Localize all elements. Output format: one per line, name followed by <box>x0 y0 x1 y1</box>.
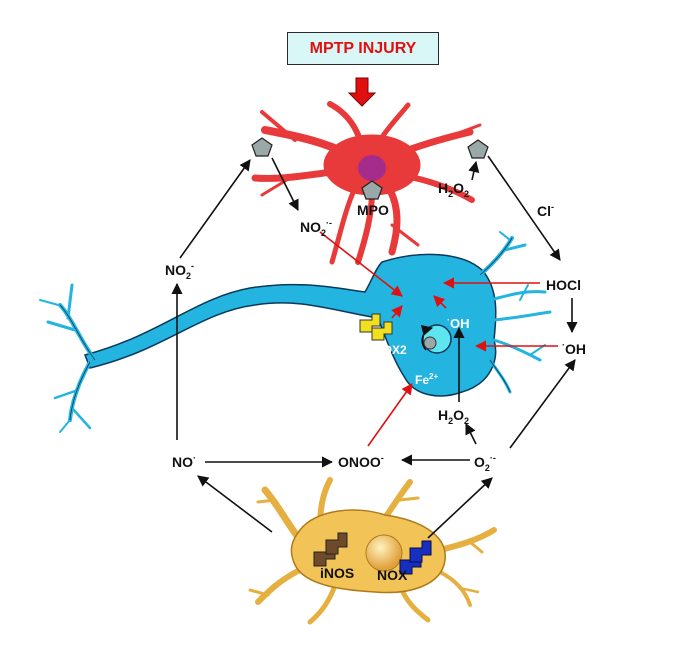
arrow-h2o2-to-pentagon <box>468 160 480 181</box>
onoo-label: ONOO- <box>338 453 384 470</box>
cox2-icon <box>359 313 393 341</box>
arrow-onoo-to-neuron <box>367 383 413 447</box>
arrow-pentagon-to-no2 <box>271 157 299 212</box>
microglia-nucleus <box>365 534 403 572</box>
inos-label: iNOS <box>320 565 354 581</box>
astrocyte-nucleus <box>358 155 386 181</box>
injury-down-arrow <box>347 77 377 107</box>
arrow-nucleus-curve <box>420 325 434 351</box>
no2-top-label: NO2·- <box>300 218 332 238</box>
no-label: NO· <box>172 453 196 470</box>
neuron-nucleolus <box>423 336 437 350</box>
arrow-pentagon-to-hocl <box>487 155 561 261</box>
inos-icon <box>313 532 348 567</box>
fe-label: Fe2+ <box>415 372 438 387</box>
pentagon-right <box>467 139 489 159</box>
arrow-oh-inner-to-neuron <box>433 295 447 309</box>
cl-label: Cl- <box>537 202 554 219</box>
cox2-label: COX2 <box>374 343 407 357</box>
mptp-injury-title: MPTP INJURY <box>287 32 439 65</box>
h2o2-mid-label: H2O2 <box>438 407 469 426</box>
arrow-cox2-to-neuron <box>391 305 403 319</box>
arrow-nox-to-o2 <box>427 477 493 539</box>
h2o2-top-label: H2O2 <box>438 180 469 199</box>
arrow-no2-to-pentagon <box>179 159 251 259</box>
arrow-inos-to-no <box>197 475 273 533</box>
o2-label: O2·- <box>474 453 496 473</box>
arrow-o2-to-oh <box>509 359 576 449</box>
neuron <box>39 231 552 433</box>
no2-left-label: NO2- <box>165 261 194 281</box>
oh-inner-label: ·OH <box>447 315 470 331</box>
arrow-no2-to-neuron <box>319 231 403 297</box>
pentagon-mpo <box>361 180 383 200</box>
pentagon-left <box>251 137 273 157</box>
hocl-label: HOCl <box>546 277 581 293</box>
mpo-label: MPO <box>357 202 389 218</box>
oh-right-label: ·OH <box>562 340 586 357</box>
arrow-o2-to-h2o2 <box>465 422 477 445</box>
nox-icon <box>399 540 432 575</box>
nox-label: NOX <box>377 567 408 583</box>
